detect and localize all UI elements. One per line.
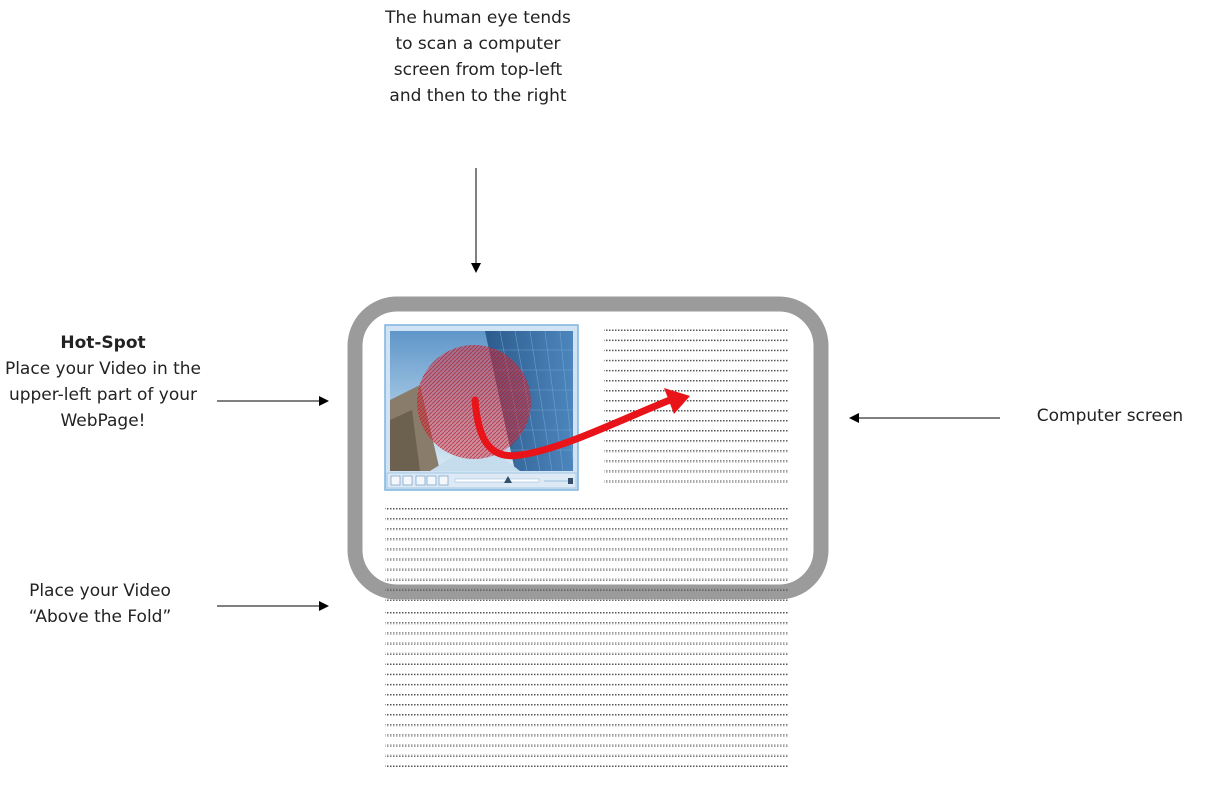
dotted-text-line [604, 380, 788, 382]
dotted-text-line [385, 734, 789, 736]
dotted-text-line [604, 481, 788, 483]
dotted-text-line [385, 663, 789, 665]
dotted-text-line [385, 518, 789, 520]
dotted-text-line [604, 400, 788, 402]
dotted-text-line [385, 548, 789, 550]
dotted-text-line [604, 450, 788, 452]
below-fold-text-lines [385, 612, 789, 767]
dotted-text-line [604, 369, 788, 371]
dotted-text-line [385, 653, 789, 655]
dotted-text-line [385, 559, 789, 561]
dotted-text-line [385, 683, 789, 685]
dotted-text-line [385, 569, 789, 571]
dotted-text-line [385, 673, 789, 675]
dotted-text-line [604, 329, 788, 331]
dotted-text-line [385, 632, 789, 634]
dotted-text-line [385, 745, 789, 747]
dotted-text-line [385, 538, 789, 540]
dotted-text-line [385, 508, 789, 510]
dotted-text-line [385, 714, 789, 716]
dotted-text-line [385, 579, 789, 581]
dotted-text-line [604, 440, 788, 442]
dotted-text-line [385, 599, 789, 601]
dotted-text-line [604, 430, 788, 432]
dotted-text-line [604, 470, 788, 472]
dotted-text-line [385, 643, 789, 645]
dotted-text-line [604, 349, 788, 351]
dotted-text-line [604, 410, 788, 412]
dotted-text-line [385, 528, 789, 530]
dotted-text-line [385, 765, 789, 767]
dotted-text-line [385, 704, 789, 706]
dotted-text-line [604, 390, 788, 392]
dotted-text-line [385, 612, 789, 614]
dotted-text-line [604, 420, 788, 422]
dotted-text-line [385, 622, 789, 624]
dotted-text-line [604, 359, 788, 361]
dotted-text-line [385, 589, 789, 591]
dotted-text-line [385, 694, 789, 696]
dotted-text-line [604, 339, 788, 341]
dotted-text-line [604, 460, 788, 462]
dotted-text-line [385, 724, 789, 726]
dotted-text-line [385, 755, 789, 757]
